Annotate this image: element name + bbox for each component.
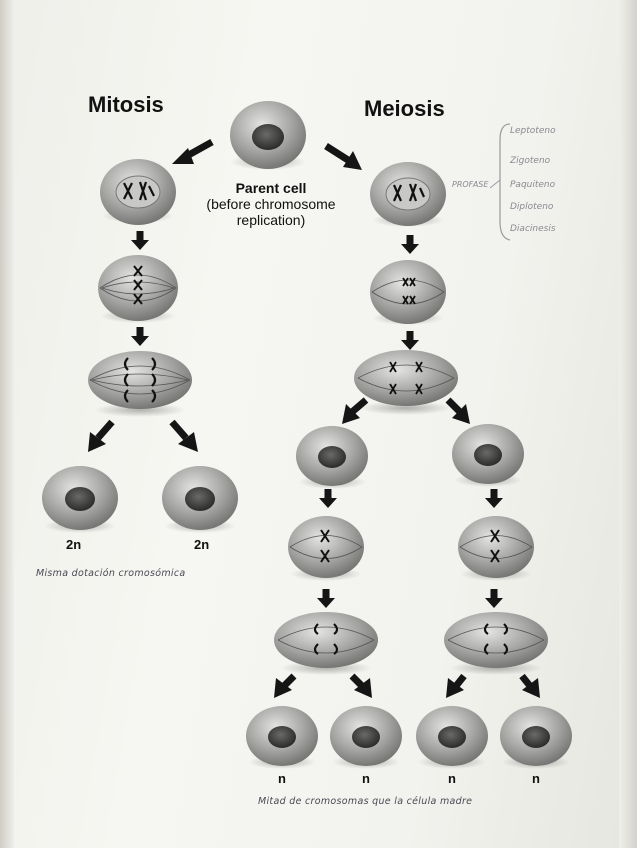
stage-paquiteno: Paquiteno	[510, 180, 556, 190]
meiosis-arrow-left	[342, 397, 369, 424]
meiosis2-left-metaphase-cell	[288, 516, 364, 581]
paper-fold-left	[0, 0, 14, 848]
meiosis-arrow-right	[445, 397, 470, 424]
parent-cell-caption: Parent cell (before chromosome replicati…	[190, 180, 352, 228]
prophase-note: PROFASE	[452, 180, 489, 189]
meiosis2-left-arrow-1	[319, 489, 337, 508]
mitosis-ploidy-left: 2n	[66, 537, 82, 552]
mitosis-arrow-1	[131, 231, 149, 250]
meiosis-metaphase1-cell	[370, 260, 446, 325]
mitosis-arrow-left	[88, 419, 115, 452]
meiosis-ploidy-2: n	[362, 771, 370, 786]
paper-fold-right	[619, 0, 637, 848]
mitosis-metaphase-cell	[98, 255, 178, 323]
meiosis-ploidy-1: n	[278, 771, 286, 786]
mitosis-arrow-right	[169, 419, 198, 452]
meiosis-anaphase1-cell	[354, 350, 458, 415]
meiosis2-right-arrow-right	[519, 673, 540, 698]
mitosis-anaphase-cell	[88, 351, 192, 417]
haploid-cell-3	[416, 706, 488, 769]
mitosis-prophase-cell	[100, 159, 176, 225]
meiosis2-left-arrow-right	[349, 673, 372, 698]
meiosis2-right-metaphase-cell	[458, 516, 534, 581]
mitosis-ploidy-right: 2n	[194, 537, 210, 552]
stage-zigoteno: Zigoteno	[510, 156, 551, 166]
meiosis-title: Meiosis	[364, 96, 445, 121]
arrow-to-mitosis	[172, 138, 214, 164]
meiosis2-right-anaphase-cell	[444, 612, 548, 675]
parent-cell-label: Parent cell	[235, 180, 307, 196]
arrow-to-meiosis	[324, 143, 362, 170]
haploid-cell-2	[330, 706, 402, 769]
meiosis2-right-arrow-left	[446, 673, 467, 698]
haploid-cell-1	[246, 706, 318, 769]
mitosis-note: Misma dotación cromosómica	[36, 568, 186, 579]
meiosis-ploidy-3: n	[448, 771, 456, 786]
meiosis2-left-anaphase-cell	[274, 612, 378, 675]
meiosis2-left-arrow-2	[317, 589, 335, 608]
stage-leptoteno: Leptoteno	[510, 126, 556, 136]
parent-cell-sublabel-1: (before chromosome	[206, 196, 336, 212]
meiosis2-left-cell	[296, 426, 368, 489]
parent-cell	[230, 101, 306, 170]
meiosis-note: Mitad de cromosomas que la célula madre	[258, 796, 473, 807]
meiosis-arrow-2	[401, 331, 419, 350]
mitosis-daughter-cell-right	[162, 466, 238, 533]
mitosis-title: Mitosis	[88, 92, 164, 117]
prophase-brace	[499, 123, 511, 241]
meiosis2-right-arrow-2	[485, 589, 503, 608]
mitosis-arrow-2	[131, 327, 149, 346]
parent-cell-sublabel-2: replication)	[236, 212, 306, 228]
stage-diacinesis: Diacinesis	[510, 224, 556, 234]
meiosis2-left-arrow-left	[274, 673, 297, 698]
meiosis2-right-cell	[452, 424, 524, 487]
meiosis-prophase-cell	[370, 162, 446, 227]
stage-diploteno: Diploteno	[510, 202, 554, 212]
prophase-connector	[489, 179, 501, 189]
mitosis-daughter-cell-left	[42, 466, 118, 533]
meiosis-ploidy-4: n	[532, 771, 540, 786]
haploid-cell-4	[500, 706, 572, 769]
meiosis2-right-arrow-1	[485, 489, 503, 508]
meiosis-arrow-1	[401, 235, 419, 254]
